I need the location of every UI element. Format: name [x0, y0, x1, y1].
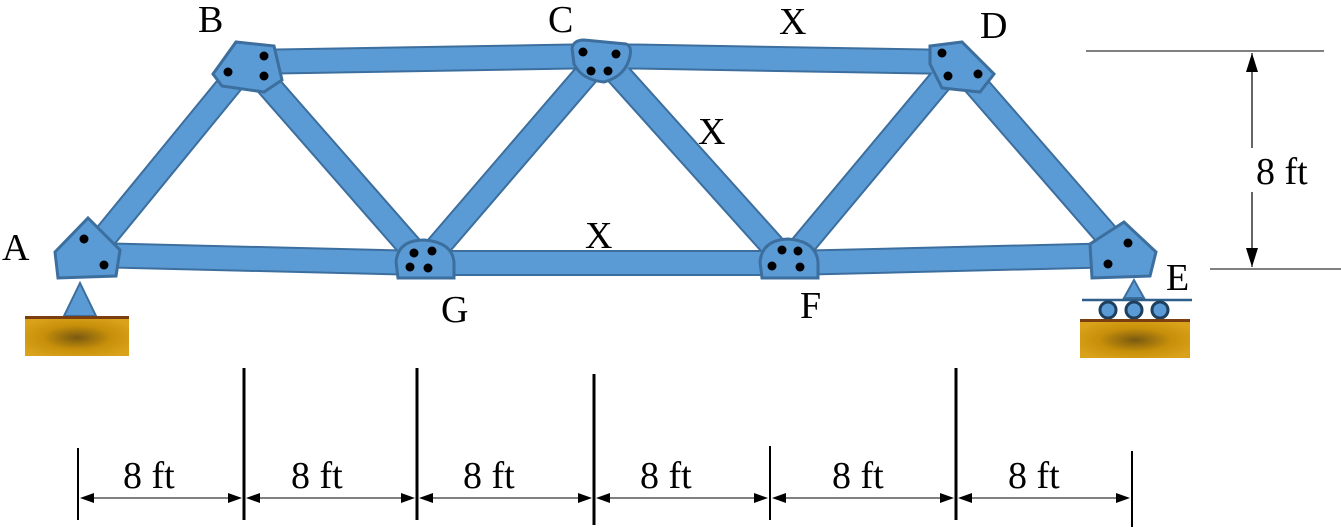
arrowhead: [958, 493, 972, 503]
bolt: [99, 260, 109, 270]
bolt: [223, 67, 233, 77]
bolt: [1103, 259, 1113, 269]
bolt: [973, 69, 983, 79]
gusset-plates: [53, 38, 1158, 280]
bolt: [943, 71, 953, 81]
bolt: [777, 245, 787, 255]
bolt: [586, 66, 596, 76]
bolt: [793, 246, 803, 256]
node-label-D: D: [980, 5, 1007, 47]
member-mark-cf: X: [698, 111, 725, 153]
member-mark-cd: X: [779, 1, 806, 43]
bolt: [578, 47, 588, 57]
bolt: [259, 51, 269, 61]
bolt: [259, 71, 269, 81]
node-label-F: F: [800, 285, 821, 327]
node-label-G: G: [441, 289, 468, 331]
bolt: [937, 48, 947, 58]
bolt: [423, 263, 433, 273]
arrowhead: [228, 493, 242, 503]
member-fd: [779, 54, 965, 271]
bolt: [603, 66, 613, 76]
span-dimensions: 8 ft 8 ft 8 ft 8 ft 8 ft 8 ft: [77, 368, 1133, 527]
node-label-C: C: [548, 0, 573, 41]
pin-support-A: [25, 280, 129, 356]
bolt: [795, 262, 805, 272]
bolt: [1123, 238, 1133, 248]
member-ag: [89, 244, 425, 274]
arrowhead: [80, 493, 94, 503]
arrowhead: [940, 493, 954, 503]
gusset-B: [211, 40, 284, 94]
node-label-A: A: [2, 227, 30, 269]
member-gc: [415, 48, 611, 271]
span-dimension-label: 8 ft: [291, 455, 343, 497]
span-dimension-label: 8 ft: [640, 455, 692, 497]
height-dimension: [1086, 50, 1341, 270]
bolt: [611, 49, 621, 59]
span-dimension-label: 8 ft: [463, 455, 515, 497]
gusset-F: [758, 237, 820, 280]
bolt: [405, 262, 415, 272]
member-de: [947, 54, 1133, 263]
arrowhead: [596, 493, 610, 503]
bolt: [79, 234, 89, 244]
member-cf: [593, 48, 797, 271]
gusset-G: [394, 238, 456, 280]
span-dimension-label: 8 ft: [1008, 455, 1060, 497]
arrowhead: [246, 493, 260, 503]
truss-members: [79, 43, 1134, 276]
arrowhead: [401, 493, 415, 503]
member-fe: [787, 244, 1125, 274]
arrowhead: [419, 493, 433, 503]
bolt: [767, 261, 777, 271]
arrowhead: [772, 493, 786, 503]
span-dimension-label: 8 ft: [832, 455, 884, 497]
node-label-E: E: [1166, 257, 1189, 299]
member-mark-gf: X: [585, 215, 612, 257]
arrowhead: [754, 493, 768, 503]
member-bc: [247, 45, 603, 73]
roller-support-E: [1080, 277, 1192, 358]
arrowhead: [1116, 493, 1130, 503]
node-label-B: B: [198, 0, 223, 41]
arrowhead: [578, 493, 592, 503]
member-bg: [239, 54, 433, 271]
member-ab: [81, 55, 257, 262]
member-cd: [601, 45, 957, 73]
bolt: [409, 248, 419, 258]
span-dimension-label: 8 ft: [123, 455, 175, 497]
height-dimension-label: 8 ft: [1256, 151, 1308, 193]
bolt: [427, 246, 437, 256]
